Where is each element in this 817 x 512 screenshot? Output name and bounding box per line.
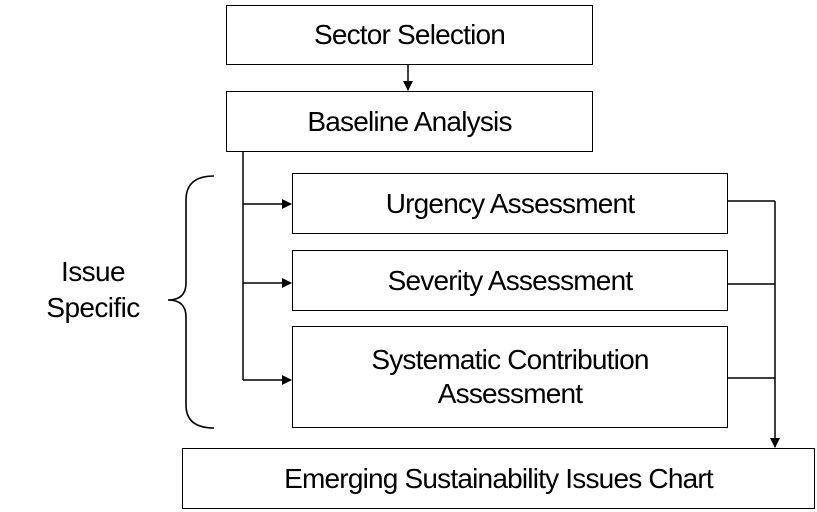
sector-selection-box: Sector Selection	[226, 5, 593, 65]
urgency-assessment-label: Urgency Assessment	[385, 187, 635, 219]
baseline-analysis-label: Baseline Analysis	[307, 105, 512, 137]
emerging-chart-label: Emerging Sustainability Issues Chart	[284, 462, 714, 494]
issue-specific-brace	[167, 175, 215, 429]
urgency-assessment-box: Urgency Assessment	[292, 173, 728, 234]
systematic-contribution-assessment-box: Systematic Contribution Assessment	[292, 326, 728, 428]
issue-specific-line2: Specific	[46, 292, 140, 324]
severity-assessment-box: Severity Assessment	[292, 250, 728, 311]
baseline-analysis-box: Baseline Analysis	[226, 91, 593, 152]
emerging-sustainability-issues-chart-box: Emerging Sustainability Issues Chart	[182, 448, 815, 509]
issue-specific-line1: Issue	[61, 256, 126, 287]
systematic-label-line1: Systematic Contribution	[371, 344, 649, 376]
systematic-label-line2: Assessment	[437, 378, 583, 409]
severity-assessment-label: Severity Assessment	[387, 264, 633, 296]
issue-specific-label: Issue Specific	[18, 254, 168, 327]
sector-selection-label: Sector Selection	[313, 19, 506, 51]
